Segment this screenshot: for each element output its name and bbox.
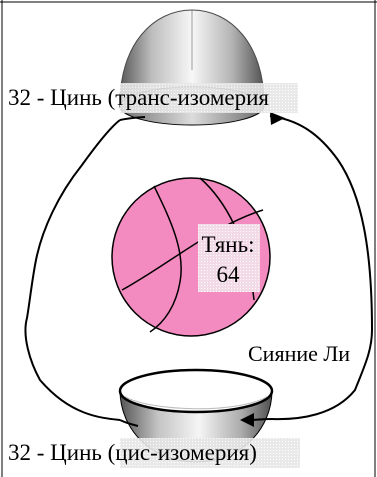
center-caption: Тянь: 64 bbox=[195, 230, 261, 290]
top-label-patch bbox=[120, 83, 298, 113]
loop-curve bbox=[24, 115, 374, 421]
side-caption: Сияние Ли bbox=[248, 341, 351, 366]
center-caption-line2: 64 bbox=[216, 262, 240, 287]
curved-arrow-icon bbox=[270, 112, 285, 125]
top-caption: 32 - Цинь (транс-изомерия bbox=[8, 85, 269, 110]
bottom-label-patch bbox=[120, 438, 300, 468]
bottom-caption: 32 - Цинь (цис-изомерия) bbox=[8, 440, 257, 465]
center-label-patch bbox=[198, 224, 260, 292]
center-caption-line1: Тянь: bbox=[201, 232, 255, 257]
